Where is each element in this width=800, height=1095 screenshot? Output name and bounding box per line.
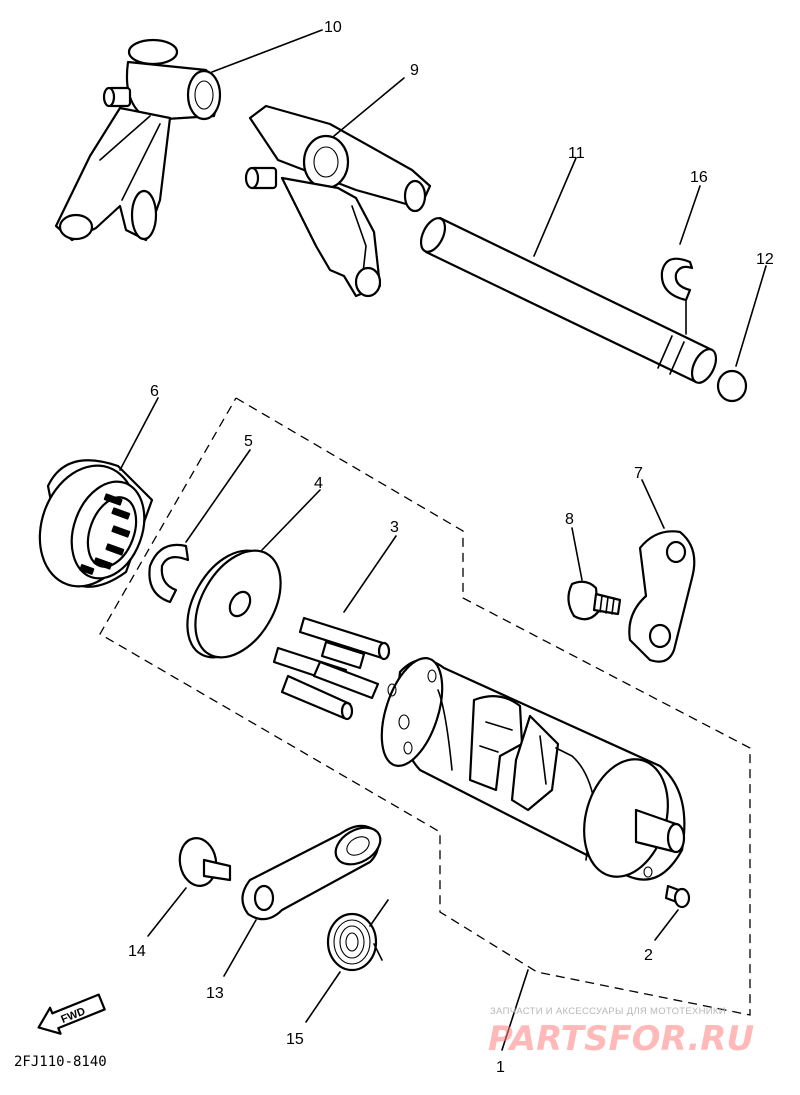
part-1-shift-drum [380, 657, 686, 881]
part-9-shift-fork [244, 104, 432, 298]
part-13-stopper-lever [241, 824, 382, 921]
callout-11: 11 [568, 145, 585, 162]
part-12-o-ring [716, 369, 748, 403]
callout-13: 13 [206, 985, 224, 1002]
callout-1: 1 [496, 1059, 505, 1076]
callout-16: 16 [690, 169, 708, 186]
callout-10: 10 [324, 19, 342, 36]
part-5-circlip [148, 543, 190, 604]
watermark: ЗАПЧАСТИ И АКСЕССУАРЫ ДЛЯ МОТОТЕХНИКИ PA… [488, 1006, 754, 1059]
callout-9: 9 [410, 62, 419, 79]
part-6-bearing [38, 459, 154, 588]
callout-7: 7 [634, 465, 643, 482]
callout-12: 12 [756, 251, 774, 268]
part-16-circlip [660, 257, 694, 302]
callout-2: 2 [644, 947, 653, 964]
drawing-code: 2FJ110-8140 [14, 1054, 107, 1070]
callout-3: 3 [390, 519, 399, 536]
callout-5: 5 [244, 433, 253, 450]
callout-8: 8 [565, 511, 574, 528]
part-2-pin [664, 884, 691, 909]
callout-4: 4 [314, 475, 323, 492]
part-4-washer [186, 549, 282, 659]
part-14-bolt [178, 837, 232, 887]
part-7-segment-plate [628, 530, 696, 663]
callout-numbers: 10 9 11 16 12 6 5 4 3 7 8 14 13 2 15 1 [128, 19, 774, 1076]
callout-14: 14 [128, 943, 146, 960]
leader-lines [119, 29, 767, 1051]
watermark-caption: ЗАПЧАСТИ И АКСЕССУАРЫ ДЛЯ МОТОТЕХНИКИ [490, 1006, 726, 1017]
part-3-pins [272, 616, 391, 721]
watermark-brand: PARTSFOR.RU [488, 1019, 754, 1059]
part-15-torsion-spring [326, 899, 389, 972]
fwd-arrow-icon: FWD [37, 993, 106, 1035]
callout-6: 6 [150, 383, 159, 400]
callout-15: 15 [286, 1031, 304, 1048]
part-8-bolt [567, 580, 622, 621]
part-10-shift-fork [54, 38, 222, 242]
part-11-guide-bar [419, 216, 718, 384]
